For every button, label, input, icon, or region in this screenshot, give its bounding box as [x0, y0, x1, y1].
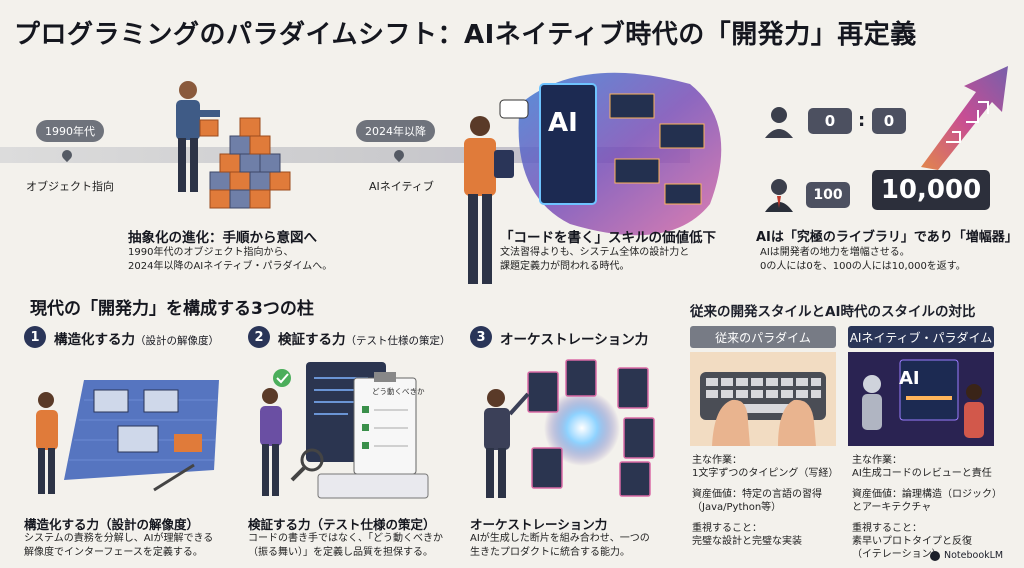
person-body — [176, 100, 200, 140]
code-value-line1: 文法習得よりも、システム全体の設計力と — [500, 247, 690, 258]
blueprint-illustration — [36, 380, 219, 494]
code-window — [664, 183, 702, 205]
pillar-3-title-text: オーケストレーション力 — [500, 332, 649, 348]
test-checklist-illustration — [260, 362, 429, 499]
pillar-2-title-text: 検証する力 — [278, 332, 346, 348]
block-stacking-illustration — [176, 81, 291, 209]
pillar-1-title: 構造化する力（設計の解像度） — [54, 328, 219, 348]
left-focus: 完璧な設計と完璧な実装 — [692, 536, 802, 547]
brand-name: NotebookLM — [944, 550, 1004, 561]
right-work: AI生成コードのレビューと責任 — [852, 468, 992, 479]
abstraction-line1: 1990年代のオブジェクト指向から、 — [128, 247, 294, 258]
amplifier-heading: AIは「究極のライブラリ」であり「増幅器」 — [756, 230, 1018, 245]
code-value-line2: 課題定義力が問われる時代。 — [500, 261, 630, 272]
right-work-label: 主な作業： — [852, 455, 902, 466]
code-window — [614, 158, 660, 184]
pillar-1-caption: 構造化する力（設計の解像度） — [24, 517, 200, 532]
right-focus: 素早いプロトタイプと反復 — [852, 536, 972, 547]
ai-review-illustration — [848, 352, 994, 446]
person-icon — [765, 107, 793, 138]
score-hundred: 100 — [806, 182, 850, 208]
notebooklm-logo-icon — [930, 550, 940, 561]
abstraction-heading: 抽象化の進化：手順から意図へ — [128, 230, 317, 246]
keyboard-typing-illustration — [690, 352, 836, 446]
left-work: 1文字ずつのタイピング（写経） — [692, 468, 839, 479]
right-focus-label: 重視すること： — [852, 523, 922, 534]
score-zero-b: 0 — [872, 108, 906, 134]
pillar-2-title: 検証する力（テスト仕様の策定） — [278, 328, 451, 348]
timeline-bar — [0, 147, 690, 163]
left-work-label: 主な作業： — [692, 455, 742, 466]
comparison-heading: 従来の開発スタイルとAI時代のスタイルの対比 — [690, 304, 976, 320]
comparison-left-head: 従来のパラダイム — [690, 326, 836, 348]
person-leg — [190, 138, 198, 192]
tablet-icon — [494, 150, 514, 178]
right-focus2: （イテレーション） — [852, 549, 942, 560]
pillar-2-title-sub: （テスト仕様の策定） — [345, 335, 451, 347]
code-value-heading: 「コードを書く」スキルの価値低下 — [500, 230, 716, 246]
pillar-1-line1: システムの責務を分解し、AIが理解できる — [24, 533, 214, 544]
person-head — [470, 116, 490, 136]
pillar-1-title-sub: （設計の解像度） — [135, 335, 219, 347]
left-focus-label: 重視すること： — [692, 523, 762, 534]
pillar-2-caption: 検証する力（テスト仕様の策定） — [248, 517, 436, 532]
era2-label: 2024年以降 — [356, 120, 435, 142]
abstraction-line2: 2024年以降のAIネイティブ・パラダイムへ。 — [128, 261, 333, 272]
ai-developer-illustration — [464, 72, 722, 284]
era1-caption: オブジェクト指向 — [26, 180, 114, 193]
pillars-heading: 現代の「開発力」を構成する3つの柱 — [30, 299, 314, 319]
amplifier-line1: AIは開発者の地力を増幅させる。 — [760, 247, 910, 258]
left-asset: （Java/Python等） — [692, 502, 782, 513]
score-zero-a: 0 — [808, 108, 852, 134]
orchestration-illustration — [484, 359, 655, 498]
person-head — [179, 81, 197, 99]
ai-panel — [539, 83, 597, 205]
person-body — [464, 138, 496, 196]
amplifier-line2: 0の人には0を、100の人には10,000を返す。 — [760, 261, 966, 272]
person-leg — [482, 194, 492, 284]
board-text: どう動くべきか — [372, 387, 425, 396]
pillar-3-line2: 生きたプロダクトに統合する能力。 — [470, 547, 630, 558]
pillar-1-title-text: 構造化する力 — [54, 332, 135, 348]
businessperson-icon — [765, 179, 793, 212]
score-colon: : — [858, 110, 866, 131]
brand-badge: NotebookLM — [930, 550, 1003, 561]
pillar-2-line2: （振る舞い）」を定義し品質を担保する。 — [248, 547, 433, 558]
comparison-right-head: AIネイティブ・パラダイム — [848, 326, 994, 348]
person-leg — [178, 138, 186, 192]
score-ten-thousand: 10,000 — [872, 170, 990, 210]
pillar-1-line2: 解像度でインターフェースを定義する。 — [24, 547, 203, 558]
person-arm — [198, 110, 220, 117]
code-window — [659, 123, 705, 149]
pillar-2-number: 2 — [248, 326, 270, 348]
pillar-2-line1: コードの書き手ではなく、「どう動くべきか — [248, 533, 443, 544]
growth-arrow-icon — [921, 66, 1008, 170]
era1-label: 1990年代 — [36, 120, 104, 142]
pillar-3-line1: AIが生成した断片を組み合わせ、一つの — [470, 533, 650, 544]
code-window — [609, 93, 655, 119]
page-title: プログラミングのパラダイムシフト：AIネイティブ時代の「開発力」再定義 — [14, 20, 917, 50]
pillar-3-number: 3 — [470, 326, 492, 348]
left-asset-label: 資産価値：特定の言語の習得 — [692, 489, 822, 500]
right-asset-label: 資産価値：論理構造（ロジック） — [852, 489, 1002, 500]
right-asset: とアーキテクチャ — [852, 502, 932, 513]
blocks — [199, 117, 291, 209]
person-leg — [468, 194, 478, 284]
chat-bubble-icon — [499, 99, 529, 119]
ai-screen-text: AI — [548, 108, 578, 138]
pillar-1-number: 1 — [24, 326, 46, 348]
right-screen-text: AI — [899, 368, 920, 389]
era2-caption: AIネイティブ — [369, 180, 434, 193]
pillar-3-title: オーケストレーション力 — [500, 328, 648, 348]
pillar-3-caption: オーケストレーション力 — [470, 517, 608, 532]
